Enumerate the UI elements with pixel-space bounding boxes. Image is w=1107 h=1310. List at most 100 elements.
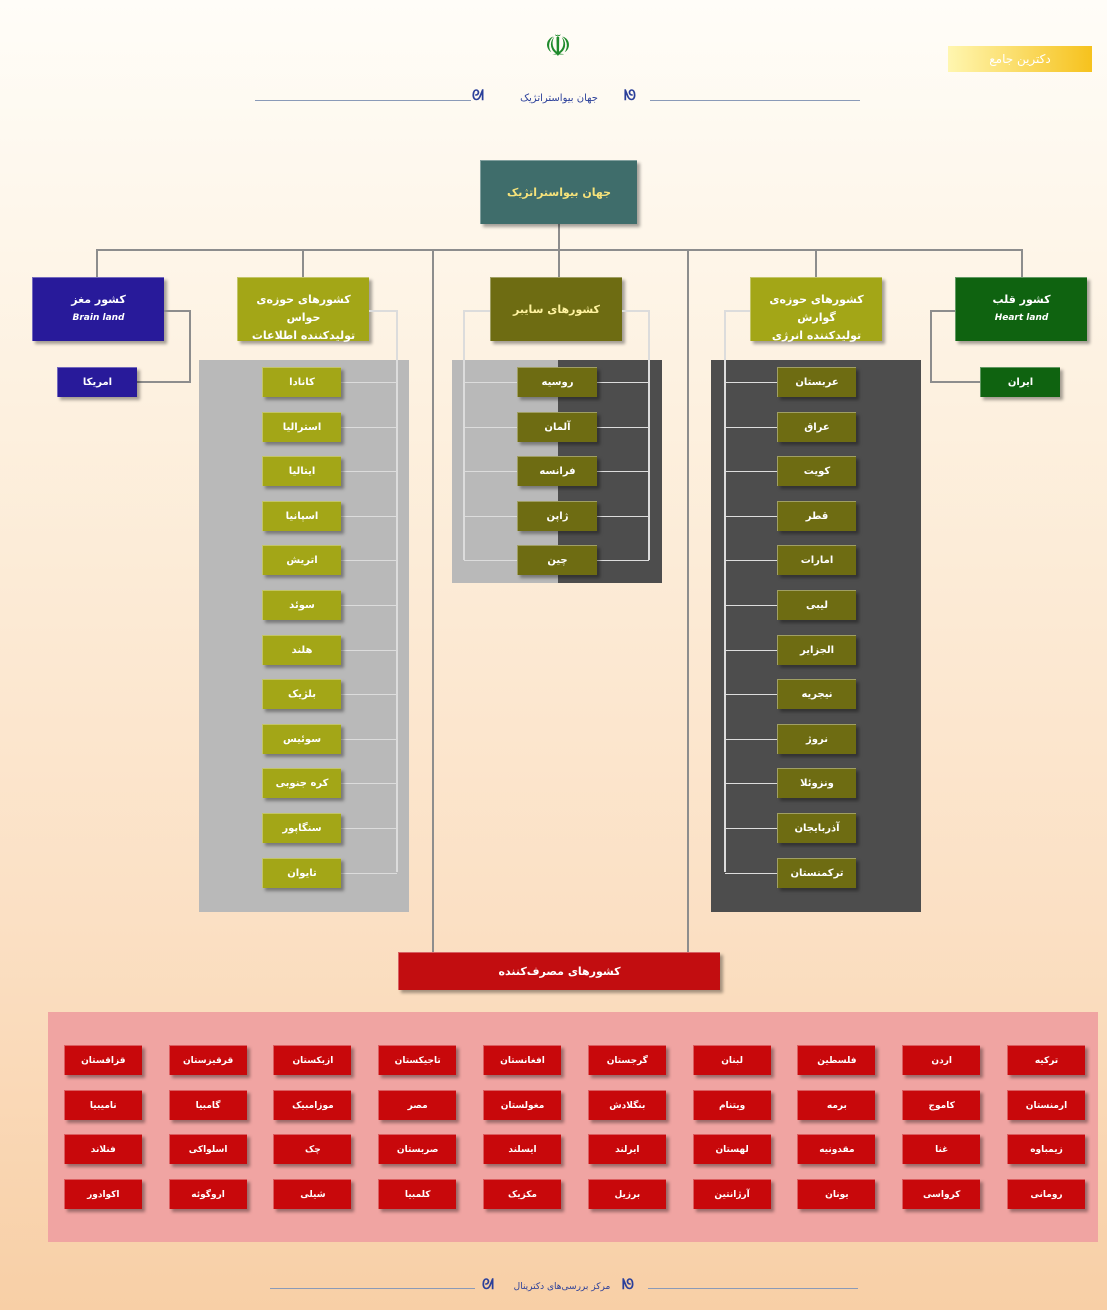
heart-leaf-connector-v xyxy=(930,310,932,382)
consumer-leaf[interactable]: چک xyxy=(273,1134,352,1164)
consumer-leaf[interactable]: اکوادور xyxy=(63,1178,142,1209)
consumer-leaf[interactable]: رومانی xyxy=(1007,1178,1085,1209)
info-leaf[interactable]: سوئیس xyxy=(262,723,341,754)
category-consumer[interactable]: کشورهای مصرف‌کننده xyxy=(398,952,720,990)
energy-leaf-connector xyxy=(725,783,777,785)
info-leaf[interactable]: تایوان xyxy=(262,857,341,888)
consumer-leaf[interactable]: اروگوئه xyxy=(168,1178,247,1209)
info-leaf[interactable]: کانادا xyxy=(262,367,341,397)
leaf-america[interactable]: امریکا xyxy=(57,367,137,397)
energy-leaf[interactable]: امارات xyxy=(777,545,856,576)
consumer-leaf[interactable]: اردن xyxy=(902,1045,981,1075)
cyber-leaf[interactable]: روسیه xyxy=(517,367,597,397)
consumer-leaf[interactable]: آرژانتین xyxy=(692,1178,771,1209)
consumer-leaf[interactable]: کرواسی xyxy=(902,1178,981,1209)
consumer-leaf[interactable]: ارمنستان xyxy=(1007,1089,1085,1120)
consumer-leaf[interactable]: قزاقستان xyxy=(63,1045,142,1075)
consumer-leaf[interactable]: زیمباوه xyxy=(1007,1134,1085,1164)
consumer-leaf[interactable]: غنا xyxy=(902,1134,981,1164)
consumer-leaf[interactable]: بنگلادش xyxy=(587,1089,666,1120)
info-leaf[interactable]: اسپانیا xyxy=(262,500,341,531)
cyber-leaf[interactable]: ژاپن xyxy=(517,500,597,531)
consumer-leaf[interactable]: برزیل xyxy=(587,1178,666,1209)
info-leaf[interactable]: کره جنوبی xyxy=(262,768,341,799)
consumer-leaf[interactable]: مکزیک xyxy=(483,1178,561,1209)
doctrine-badge[interactable]: دکترین جامع xyxy=(948,46,1092,72)
category-energy[interactable]: کشورهای حوزه‌ی گوارش تولیدکننده انرژی xyxy=(750,277,882,342)
info-leaf-connector xyxy=(341,605,397,606)
ornament-right-icon: ᘚ xyxy=(624,88,636,104)
info-leaf-connector xyxy=(341,872,397,874)
info-leaf-connector xyxy=(341,471,397,473)
consumer-leaf[interactable]: فلسطین xyxy=(797,1045,876,1075)
cyber-leaf[interactable]: چین xyxy=(517,545,597,576)
energy-leaf[interactable]: نیجریه xyxy=(777,679,856,710)
cyber-leaf-connector-right xyxy=(597,471,649,473)
info-leaf-connector xyxy=(341,783,397,785)
energy-leaf[interactable]: قطر xyxy=(777,500,856,531)
consumer-leaf[interactable]: ایسلند xyxy=(483,1134,561,1164)
consumer-leaf[interactable]: ترکیه xyxy=(1007,1045,1085,1075)
consumer-leaf[interactable]: کاموج xyxy=(902,1089,981,1120)
cyber-leaf[interactable]: فرانسه xyxy=(517,456,597,487)
cyber-spine-right-top xyxy=(622,310,650,312)
root-node[interactable]: جهان بیواستراتژیک xyxy=(480,160,637,224)
consumer-leaf[interactable]: لبنان xyxy=(692,1045,771,1075)
energy-leaf[interactable]: آذربایجان xyxy=(777,813,856,843)
category-energy-title: کشورهای حوزه‌ی گوارش xyxy=(769,293,864,324)
consumer-leaf[interactable]: مصر xyxy=(378,1089,457,1120)
connector-energy xyxy=(815,249,817,277)
consumer-leaf[interactable]: یونان xyxy=(797,1178,876,1209)
info-leaf[interactable]: بلژیک xyxy=(262,679,341,710)
leaf-iran[interactable]: ایران xyxy=(980,367,1060,397)
energy-leaf[interactable]: ترکمنستان xyxy=(777,857,856,888)
consumer-leaf[interactable]: ایرلند xyxy=(587,1134,666,1164)
info-leaf[interactable]: ایتالیا xyxy=(262,456,341,487)
consumer-leaf[interactable]: قرقیزستان xyxy=(168,1045,247,1075)
category-cyber-title: کشورهای سایبر xyxy=(513,303,600,316)
energy-leaf[interactable]: الجزایر xyxy=(777,634,856,665)
consumer-leaf[interactable]: افغانستان xyxy=(483,1045,561,1075)
brain-leaf-connector-h xyxy=(137,381,191,383)
consumer-leaf[interactable]: گامبیا xyxy=(168,1089,247,1120)
energy-leaf[interactable]: نروژ xyxy=(777,723,856,754)
consumer-leaf[interactable]: صربستان xyxy=(378,1134,457,1164)
consumer-leaf[interactable]: شیلی xyxy=(273,1178,352,1209)
consumer-leaf[interactable]: فنلاند xyxy=(63,1134,142,1164)
consumer-leaf[interactable]: مغولستان xyxy=(483,1089,561,1120)
consumer-leaf[interactable]: لهستان xyxy=(692,1134,771,1164)
energy-leaf[interactable]: عربستان xyxy=(777,367,856,397)
category-heart[interactable]: کشور قلب Heart land xyxy=(955,277,1087,341)
cyber-leaf-connector-right xyxy=(597,560,649,562)
energy-leaf[interactable]: عراق xyxy=(777,411,856,442)
info-leaf-connector xyxy=(341,560,397,562)
energy-leaf[interactable]: لیبی xyxy=(777,590,856,620)
category-brain[interactable]: کشور مغز Brain land xyxy=(32,277,164,341)
consumer-leaf[interactable]: مقدونیه xyxy=(797,1134,876,1164)
info-leaf-connector xyxy=(341,738,397,740)
energy-leaf[interactable]: ونزوئلا xyxy=(777,768,856,799)
info-leaf[interactable]: استرالیا xyxy=(262,411,341,442)
consumer-leaf[interactable]: گرجستان xyxy=(587,1045,666,1075)
consumer-leaf[interactable]: اسلواکی xyxy=(168,1134,247,1164)
info-leaf[interactable]: هلند xyxy=(262,634,341,665)
consumer-leaf[interactable]: کلمبیا xyxy=(378,1178,457,1209)
consumer-leaf[interactable]: نامیبیا xyxy=(63,1089,142,1120)
consumer-leaf[interactable]: ویتنام xyxy=(692,1089,771,1120)
consumer-leaf[interactable]: برمه xyxy=(797,1089,876,1120)
consumer-leaf[interactable]: موزامبیک xyxy=(273,1089,352,1120)
cyber-leaf[interactable]: آلمان xyxy=(517,411,597,442)
info-leaf-connector xyxy=(341,828,397,829)
consumer-leaf[interactable]: ازبکستان xyxy=(273,1045,352,1075)
cyber-leaf-connector-left xyxy=(464,560,517,562)
info-leaf[interactable]: سنگاپور xyxy=(262,813,341,843)
cyber-spine-left xyxy=(463,310,465,560)
info-leaf[interactable]: اتریش xyxy=(262,545,341,576)
category-cyber[interactable]: کشورهای سایبر xyxy=(490,277,622,341)
footer-divider-left xyxy=(270,1288,475,1289)
info-leaf[interactable]: سوئد xyxy=(262,590,341,620)
category-information[interactable]: کشورهای حوزه‌ی حواس تولیدکننده اطلاعات xyxy=(237,277,369,342)
cyber-leaf-connector-right xyxy=(597,426,649,428)
consumer-leaf[interactable]: تاجیکستان xyxy=(378,1045,457,1075)
energy-leaf[interactable]: کویت xyxy=(777,456,856,487)
